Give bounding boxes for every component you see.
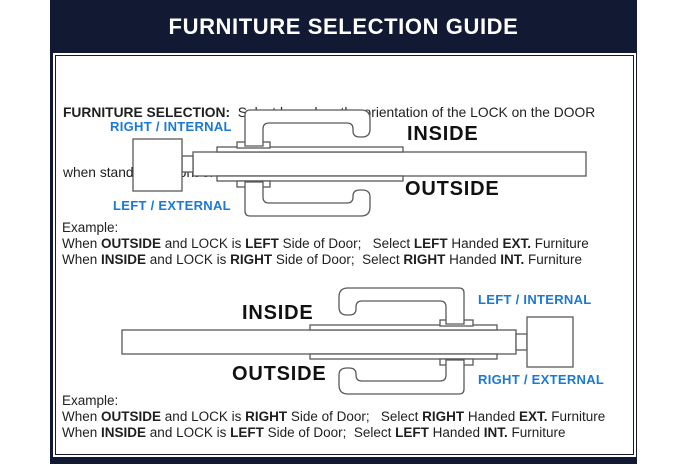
lock-orientation-label-bottom: LEFT / EXTERNAL	[113, 198, 231, 213]
outside-label: OUTSIDE	[405, 178, 500, 200]
inside-lever-handle	[338, 287, 465, 325]
outside-backplate	[216, 175, 404, 182]
example-line-2: When INSIDE and LOCK is RIGHT Side of Do…	[62, 252, 583, 267]
example-block-top: Example: When OUTSIDE and LOCK is LEFT S…	[62, 220, 589, 268]
lock-connector	[515, 333, 528, 351]
outside-lever-handle	[338, 359, 465, 395]
lock-cylinder	[132, 138, 183, 192]
outside-label: OUTSIDE	[232, 363, 327, 385]
lock-connector	[181, 155, 194, 173]
example-heading: Example:	[62, 393, 119, 408]
page-title: FURNITURE SELECTION GUIDE	[168, 14, 519, 39]
inside-lever-handle	[244, 109, 371, 147]
title-bar: FURNITURE SELECTION GUIDE	[50, 0, 637, 54]
outside-backplate	[309, 353, 498, 360]
diagram-lock-left	[132, 109, 587, 217]
guide-card: FURNITURE SELECTION GUIDE FURNITURE SELE…	[50, 0, 637, 464]
lock-orientation-label-bottom: RIGHT / EXTERNAL	[478, 372, 605, 387]
lock-cylinder	[526, 316, 574, 368]
lock-orientation-label-top: RIGHT / INTERNAL	[110, 119, 232, 134]
example-line-2: When INSIDE and LOCK is LEFT Side of Doo…	[62, 425, 566, 440]
inside-label: INSIDE	[407, 123, 479, 145]
inside-backplate	[309, 324, 498, 331]
inside-backplate	[216, 146, 404, 153]
outside-lever-handle	[244, 181, 371, 217]
diagram-lock-right	[121, 287, 574, 395]
door-edge	[192, 151, 587, 177]
content-layer: FURNITURE SELECTION: Select based on the…	[50, 0, 637, 464]
example-block-bottom: Example: When OUTSIDE and LOCK is RIGHT …	[62, 393, 605, 441]
example-heading: Example:	[62, 220, 119, 235]
door-edge	[121, 329, 517, 355]
example-line-1: When OUTSIDE and LOCK is LEFT Side of Do…	[62, 236, 589, 251]
inside-label: INSIDE	[242, 302, 314, 324]
example-line-1: When OUTSIDE and LOCK is RIGHT Side of D…	[62, 409, 606, 424]
lock-orientation-label-top: LEFT / INTERNAL	[478, 292, 592, 307]
